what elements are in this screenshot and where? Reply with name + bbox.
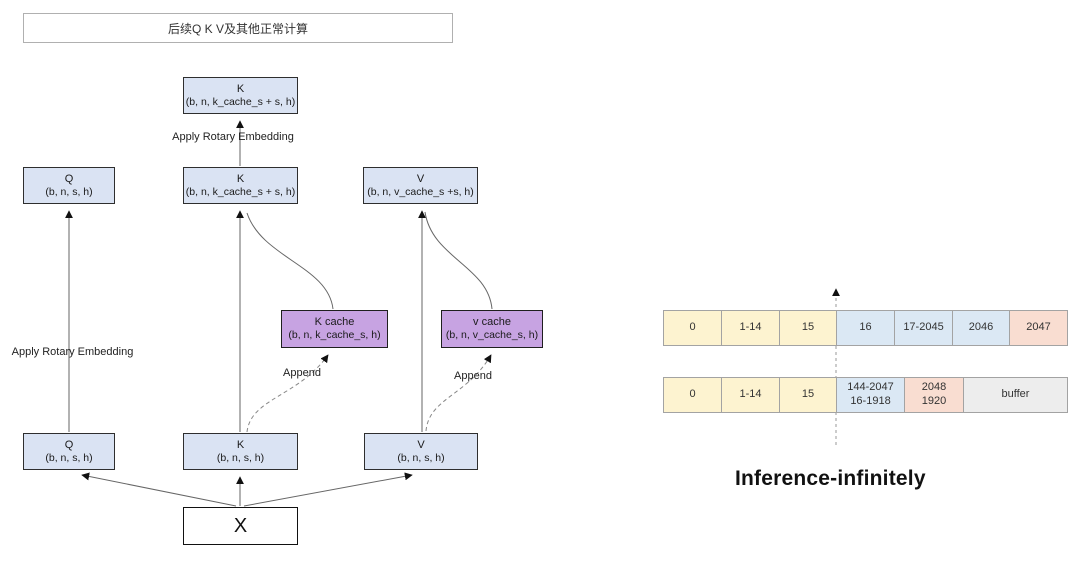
node-q-mid: Q (b, n, s, h): [23, 167, 115, 204]
cell-label: 17-2045: [903, 321, 944, 334]
node-shape: (b, n, s, h): [216, 451, 265, 464]
banner-subsequent-compute: 后续Q K V及其他正常计算: [23, 13, 453, 43]
memory-cell: 17-2045: [895, 311, 953, 345]
memory-cell: 1-14: [722, 378, 780, 412]
node-title: K: [236, 438, 245, 451]
node-shape: (b, n, k_cache_s + s, h): [185, 185, 296, 198]
cell-label: buffer: [1001, 388, 1030, 401]
node-shape: (b, n, k_cache_s, h): [288, 329, 381, 342]
cell-label: 15: [801, 321, 815, 334]
cell-label: 0: [689, 388, 696, 401]
cell-label: 16: [859, 321, 872, 334]
node-v-cache: v cache (b, n, v_cache_s, h): [441, 310, 543, 348]
memory-row-2: 0 1-14 15 144-2047 16-1918 2048 1920 buf…: [663, 377, 1068, 413]
label-rotary-top: Apply Rotary Embedding: [172, 131, 294, 143]
node-title: Q: [64, 172, 74, 185]
cell-label: 2047: [1026, 321, 1051, 334]
cell-label: 2046: [968, 321, 994, 334]
memory-cell: 2047: [1010, 311, 1067, 345]
node-shape: (b, n, s, h): [397, 451, 445, 464]
node-title: V: [417, 438, 425, 451]
cell-label: 1-14: [739, 321, 762, 334]
node-shape: (b, n, s, h): [45, 451, 93, 464]
memory-cell: 0: [664, 311, 722, 345]
node-title: X: [233, 514, 248, 537]
memory-cell: 15: [780, 311, 837, 345]
node-title: K: [236, 172, 245, 185]
memory-cell: 2048 1920: [905, 378, 964, 412]
node-v-mid: V (b, n, v_cache_s +s, h): [363, 167, 478, 204]
cell-label: 144-2047: [847, 381, 894, 394]
memory-cell: 0: [664, 378, 722, 412]
memory-cell: 2046: [953, 311, 1010, 345]
edge-x-to-q: [81, 472, 237, 507]
label-append-k: Append: [283, 367, 321, 379]
node-k-mid: K (b, n, k_cache_s + s, h): [183, 167, 298, 204]
node-shape: (b, n, s, h): [45, 185, 93, 198]
cell-label: 0: [689, 321, 696, 334]
memory-cell: 16: [837, 311, 895, 345]
node-shape: (b, n, k_cache_s + s, h): [185, 95, 296, 108]
edge-kcache-to-k: [246, 212, 334, 310]
node-title: K cache: [314, 316, 355, 329]
node-q-bot: Q (b, n, s, h): [23, 433, 115, 470]
node-title: K: [236, 82, 245, 95]
node-v-bot: V (b, n, s, h): [364, 433, 478, 470]
cell-label-2: 1920: [921, 395, 947, 407]
node-title: Q: [64, 438, 74, 451]
cell-label: 2048: [921, 381, 947, 394]
edge-x-to-v: [243, 472, 413, 507]
node-k-bot: K (b, n, s, h): [183, 433, 298, 470]
memory-cell: 15: [780, 378, 837, 412]
memory-cell: buffer: [964, 378, 1067, 412]
node-k-rotated: K (b, n, k_cache_s + s, h): [183, 77, 298, 114]
memory-cell: 144-2047 16-1918: [837, 378, 905, 412]
label-rotary-left: Apply Rotary Embedding: [11, 346, 134, 358]
memory-row-1: 0 1-14 15 16 17-2045 2046 2047: [663, 310, 1068, 346]
node-shape: (b, n, v_cache_s +s, h): [367, 185, 474, 198]
node-title: V: [416, 172, 425, 185]
node-k-cache: K cache (b, n, k_cache_s, h): [281, 310, 388, 348]
edge-append-k: [246, 354, 329, 433]
memory-cell: 1-14: [722, 311, 780, 345]
cell-label: 15: [801, 388, 815, 401]
cell-label-2: 16-1918: [850, 395, 891, 407]
label-append-v: Append: [454, 370, 492, 382]
node-x-input: X: [183, 507, 298, 545]
caption-inference-infinitely: Inference-infinitely: [735, 467, 926, 490]
node-shape: (b, n, v_cache_s, h): [445, 329, 539, 342]
edge-append-v: [425, 354, 492, 432]
cell-label: 1-14: [739, 388, 762, 401]
node-title: v cache: [473, 316, 511, 329]
edge-vcache-to-v: [424, 211, 493, 310]
banner-label: 后续Q K V及其他正常计算: [167, 21, 308, 36]
